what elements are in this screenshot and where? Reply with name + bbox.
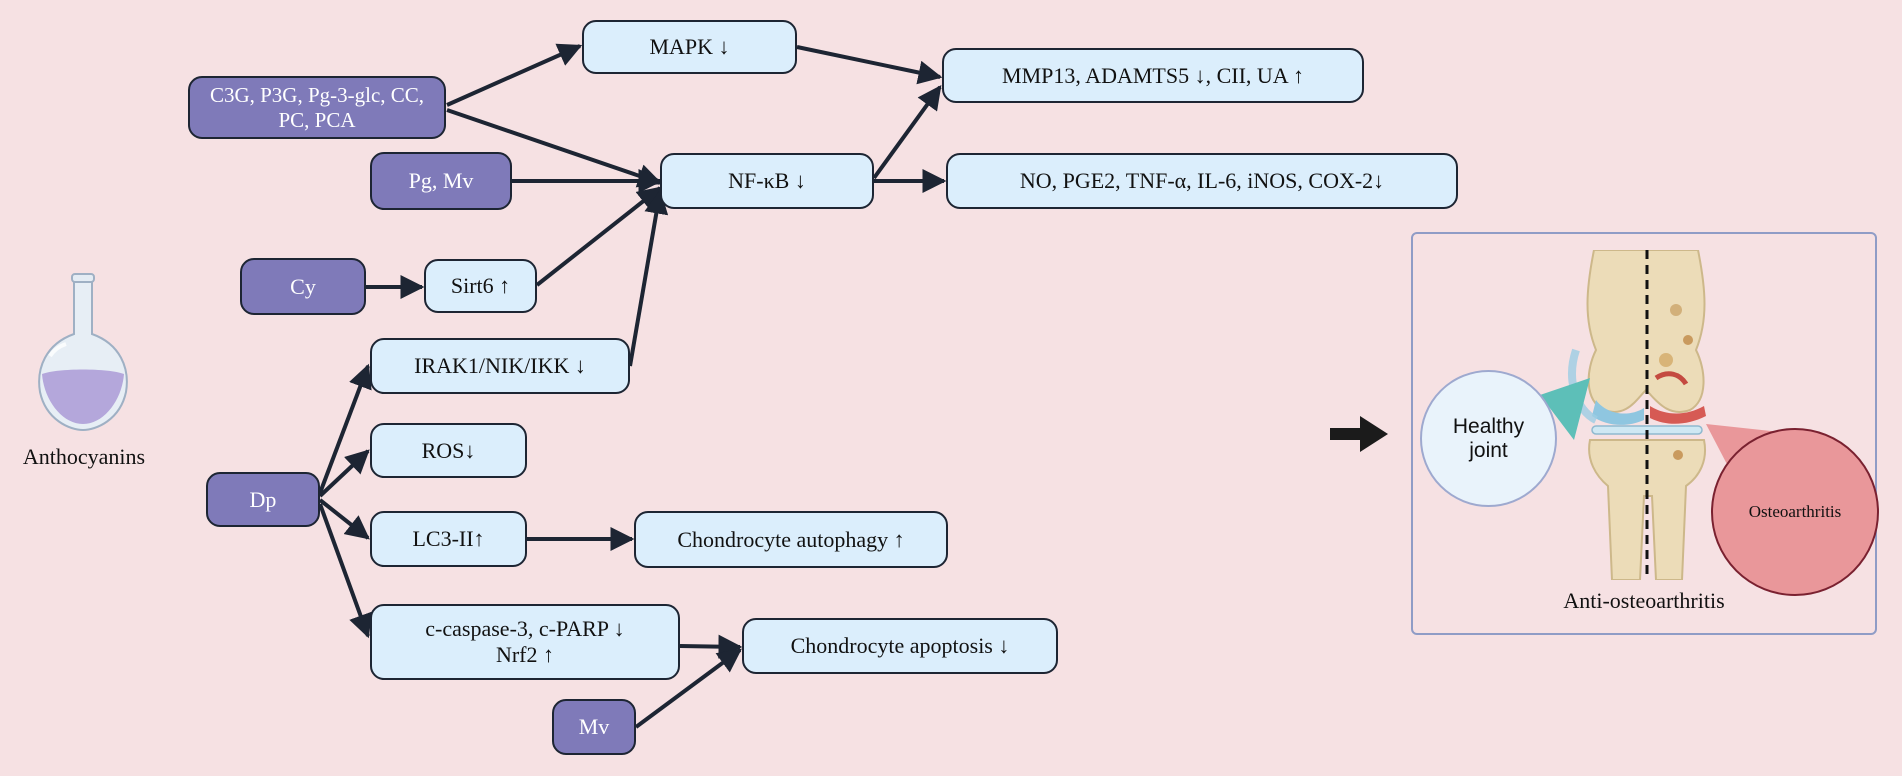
node-caspase-nrf2: c-caspase-3, c-PARP ↓ Nrf2 ↑: [370, 604, 680, 680]
healthy-label-line2: joint: [1469, 438, 1508, 462]
source-group-c3g: C3G, P3G, Pg-3-glc, CC, PC, PCA: [188, 76, 446, 139]
node-irak: IRAK1/NIK/IKK ↓: [370, 338, 630, 394]
anthocyanins-label: Anthocyanins: [22, 444, 146, 469]
node-inflammatory-mediators: NO, PGE2, TNF-α, IL-6, iNOS, COX-2↓: [946, 153, 1458, 209]
arrow-dp-to-irak: [318, 363, 372, 494]
source-dp: Dp: [206, 472, 320, 527]
node-lc3-label: LC3-II↑: [412, 526, 485, 551]
node-chondrocyte-autophagy: Chondrocyte autophagy ↑: [634, 511, 948, 568]
knee-joint-icon: [1568, 250, 1706, 580]
anti-osteoarthritis-panel: [1411, 232, 1877, 635]
arrow-caspase-to-apoptosis: [679, 634, 743, 659]
node-nrf2-label: Nrf2 ↑: [495, 642, 555, 667]
node-autophagy-label: Chondrocyte autophagy ↑: [677, 526, 905, 552]
arrow-mv-to-apoptosis: [634, 648, 742, 729]
arrow-sirt6-to-nfkb: [535, 186, 662, 287]
node-lc3: LC3-II↑: [370, 511, 527, 567]
osteoarthritis-circle: Osteoarthritis: [1711, 428, 1879, 596]
healthy-callout: [1540, 378, 1590, 440]
node-mapk-label: MAPK ↓: [649, 34, 730, 59]
arrow-dp-to-caspase: [318, 503, 372, 639]
arrow-g1-to-nfkb: [446, 108, 663, 188]
source-cy: Cy: [240, 258, 366, 315]
node-chondrocyte-apoptosis: Chondrocyte apoptosis ↓: [742, 618, 1058, 674]
arrow-irak-to-nfkb: [628, 189, 669, 367]
node-apoptosis-label: Chondrocyte apoptosis ↓: [790, 633, 1010, 658]
node-nfkb-label: NF-κB ↓: [728, 168, 806, 193]
arrow-dp-to-ros: [318, 449, 370, 498]
node-ros-label: ROS↓: [421, 437, 476, 463]
source-group-pg-mv: Pg, Mv: [370, 152, 512, 210]
arrow-g1-to-mapk: [446, 43, 583, 107]
arrow-dp-to-lc3: [318, 498, 370, 540]
source-group-c3g-label: C3G, P3G, Pg-3-glc, CC, PC, PCA: [209, 82, 425, 132]
healthy-joint-circle: Healthy joint: [1420, 370, 1557, 507]
node-inflammatory-label: NO, PGE2, TNF-α, IL-6, iNOS, COX-2↓: [1019, 168, 1385, 193]
node-nfkb: NF-κB ↓: [660, 153, 874, 209]
osteoarthritis-label: Osteoarthritis: [1748, 502, 1842, 521]
source-group-pg-mv-label: Pg, Mv: [408, 168, 474, 193]
arrow-nfkb-to-mmp: [872, 85, 942, 180]
node-mmp13-label: MMP13, ADAMTS5 ↓, CII, UA ↑: [1002, 62, 1304, 88]
node-sirt6: Sirt6 ↑: [424, 259, 537, 313]
node-mapk: MAPK ↓: [582, 20, 797, 74]
source-cy-label: Cy: [290, 273, 316, 299]
anti-osteoarthritis-caption: Anti-osteoarthritis: [1563, 588, 1725, 613]
node-sirt6-label: Sirt6 ↑: [450, 273, 511, 298]
node-ros: ROS↓: [370, 423, 527, 478]
source-mv-label: Mv: [578, 714, 610, 739]
node-mmp13-adamts5: MMP13, ADAMTS5 ↓, CII, UA ↑: [942, 48, 1364, 103]
healthy-label-line1: Healthy: [1452, 414, 1525, 438]
arrow-mapk-to-mmp: [796, 45, 943, 85]
healthy-joint-label: Healthy joint: [1453, 415, 1524, 463]
node-irak-label: IRAK1/NIK/IKK ↓: [414, 353, 586, 378]
result-arrow-icon: [1330, 416, 1388, 452]
flask-icon: [38, 273, 128, 432]
source-mv: Mv: [552, 699, 636, 755]
source-dp-label: Dp: [249, 486, 277, 512]
node-caspase-label: c-caspase-3, c-PARP ↓: [425, 616, 625, 641]
